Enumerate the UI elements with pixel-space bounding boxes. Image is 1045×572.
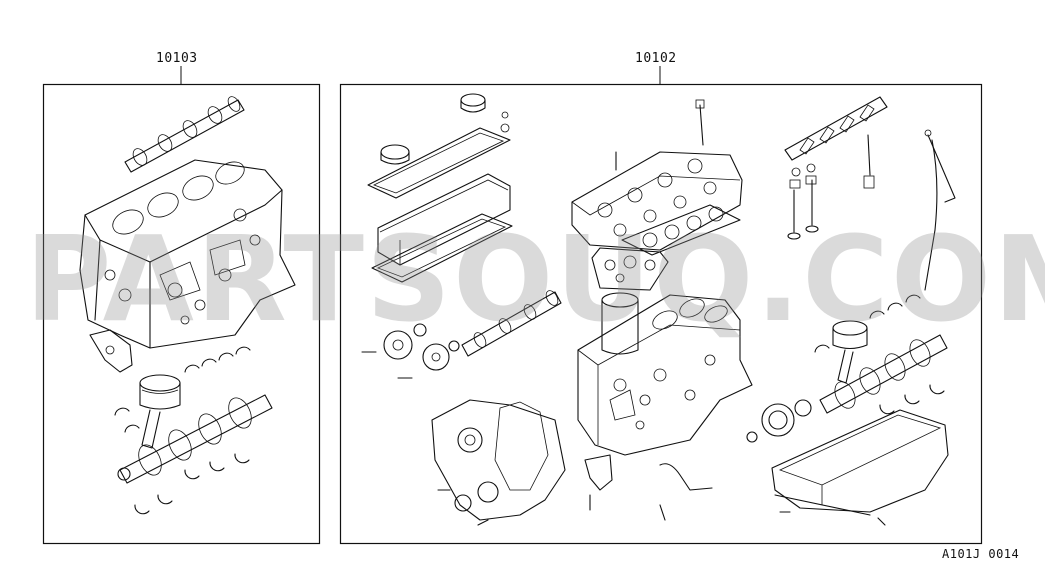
cylinder-block-left-drawing [79, 159, 296, 349]
part-number-label-10102[interactable]: 10102 [635, 51, 677, 66]
camshaft-right-drawing [461, 290, 562, 357]
oil-pump-pickup-drawing [584, 454, 713, 521]
rocker-cover-drawing [377, 173, 511, 266]
camshaft-left-drawing [124, 96, 245, 173]
oil-pan-drawing [771, 409, 949, 526]
breather-cap-drawing [380, 144, 410, 165]
bearing-shells-right-drawing [814, 294, 945, 415]
piston-left-drawing [139, 374, 181, 449]
valves-drawing [787, 134, 875, 240]
bearing-cap-left-drawing [89, 329, 133, 373]
rocker-arms-drawing [784, 96, 888, 161]
diagram-code: A101J 0014 [942, 547, 1020, 561]
assembly-frame-10103 [42, 83, 321, 545]
cylinder-head-drawing [571, 99, 743, 251]
bearing-shells-left-drawing [114, 346, 251, 515]
sprocket-drawing [361, 323, 460, 379]
crankshaft-right-drawing [819, 334, 948, 414]
piston-right-drawing [832, 320, 868, 384]
rocker-cover-lower-gasket-drawing [371, 213, 513, 283]
timing-cover-drawing [431, 399, 566, 526]
crank-pulley-drawing [746, 399, 812, 443]
part-number-label-10103[interactable]: 10103 [156, 51, 198, 66]
piston-liner-drawing [601, 292, 639, 355]
rocker-cover-gasket-drawing [367, 127, 511, 199]
oil-filler-cap-drawing [460, 93, 510, 133]
dipstick-drawing [924, 129, 956, 291]
crankshaft-left-drawing [117, 394, 273, 484]
head-gasket-drawing [621, 204, 741, 256]
intake-gasket-drawing [591, 247, 669, 291]
cylinder-block-right-drawing [577, 294, 753, 456]
assembly-frame-10102 [339, 83, 983, 545]
